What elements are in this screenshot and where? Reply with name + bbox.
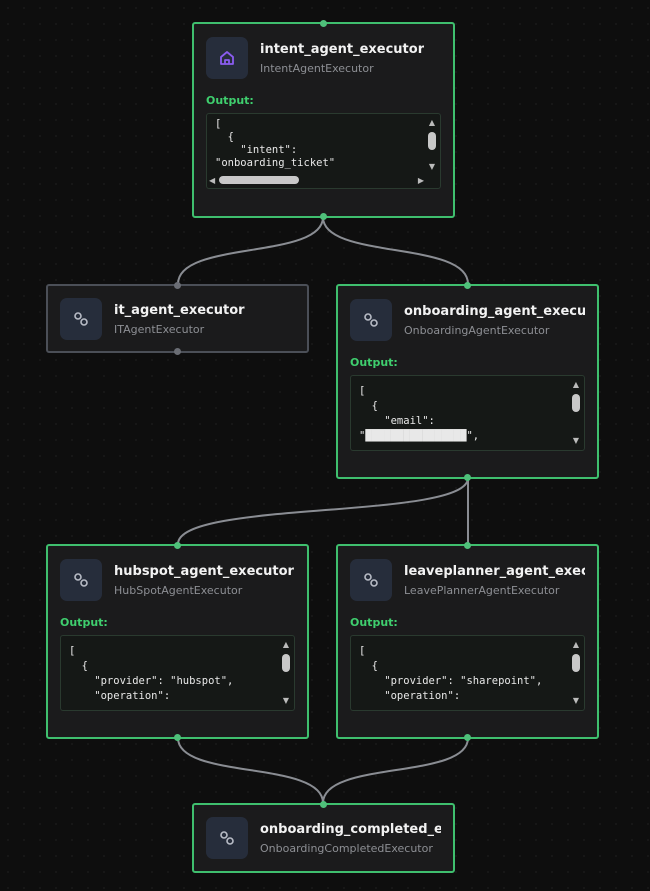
node-subtitle: IntentAgentExecutor	[260, 61, 374, 75]
node-title: intent_agent_executor	[260, 41, 425, 57]
input-handle[interactable]	[320, 801, 327, 808]
node-title: it_agent_executor	[114, 302, 245, 318]
node-title: onboarding_agent_execut...	[404, 303, 585, 319]
node-title: hubspot_agent_executor	[114, 563, 294, 579]
output-text: [ { "provider": "sharepoint", "operation…	[359, 645, 543, 702]
output-handle[interactable]	[174, 348, 181, 355]
output-handle[interactable]	[320, 213, 327, 220]
output-handle[interactable]	[464, 474, 471, 481]
output-label: Output:	[350, 616, 398, 629]
horizontal-scrollbar[interactable]: ◀▶	[209, 174, 424, 186]
edge-leaveplanner-completed	[322, 737, 469, 804]
node-onboarding-agent-executor[interactable]: onboarding_agent_execut... OnboardingAgen…	[336, 282, 599, 481]
link-icon	[60, 298, 102, 340]
node-leaveplanner-agent-executor[interactable]: leaveplanner_agent_exec... LeavePlannerAg…	[336, 542, 599, 741]
edge-onboarding-hubspot	[177, 477, 469, 545]
vertical-scrollbar[interactable]: ▲▼	[428, 118, 436, 171]
node-title: onboarding_completed_e...	[260, 821, 441, 837]
input-handle[interactable]	[174, 282, 181, 289]
input-handle[interactable]	[464, 542, 471, 549]
node-subtitle: OnboardingAgentExecutor	[404, 323, 550, 337]
output-handle[interactable]	[464, 734, 471, 741]
output-label: Output:	[60, 616, 108, 629]
output-label: Output:	[206, 94, 254, 107]
edge-hubspot-completed	[177, 737, 324, 804]
output-box[interactable]: [ { "provider": "hubspot", "operation": …	[60, 635, 295, 711]
output-text: [ { "provider": "hubspot", "operation":	[69, 645, 234, 702]
output-box[interactable]: [ { "intent": "onboarding_ticket" ▲▼ ◀▶	[206, 113, 441, 189]
node-subtitle: OnboardingCompletedExecutor	[260, 841, 433, 855]
node-subtitle: LeavePlannerAgentExecutor	[404, 583, 560, 597]
node-subtitle: HubSpotAgentExecutor	[114, 583, 243, 597]
node-subtitle: ITAgentExecutor	[114, 322, 205, 336]
link-icon	[350, 299, 392, 341]
output-box[interactable]: [ { "email": "████████████████", ▲▼	[350, 375, 585, 451]
home-icon	[206, 37, 248, 79]
link-icon	[60, 559, 102, 601]
output-box[interactable]: [ { "provider": "sharepoint", "operation…	[350, 635, 585, 711]
vertical-scrollbar[interactable]: ▲▼	[572, 380, 580, 445]
input-handle[interactable]	[320, 20, 327, 27]
output-text: [ { "email": "████████████████",	[359, 385, 480, 442]
output-label: Output:	[350, 356, 398, 369]
vertical-scrollbar[interactable]: ▲▼	[282, 640, 290, 705]
edge-intent-it	[177, 216, 324, 285]
output-handle[interactable]	[174, 734, 181, 741]
node-onboarding-completed-executor[interactable]: onboarding_completed_e... OnboardingCompl…	[192, 801, 455, 873]
input-handle[interactable]	[174, 542, 181, 549]
input-handle[interactable]	[464, 282, 471, 289]
node-title: leaveplanner_agent_exec...	[404, 563, 585, 579]
edge-intent-onboarding	[322, 216, 469, 285]
vertical-scrollbar[interactable]: ▲▼	[572, 640, 580, 705]
output-text: [ { "intent": "onboarding_ticket"	[215, 118, 336, 169]
link-icon	[206, 817, 248, 859]
link-icon	[350, 559, 392, 601]
